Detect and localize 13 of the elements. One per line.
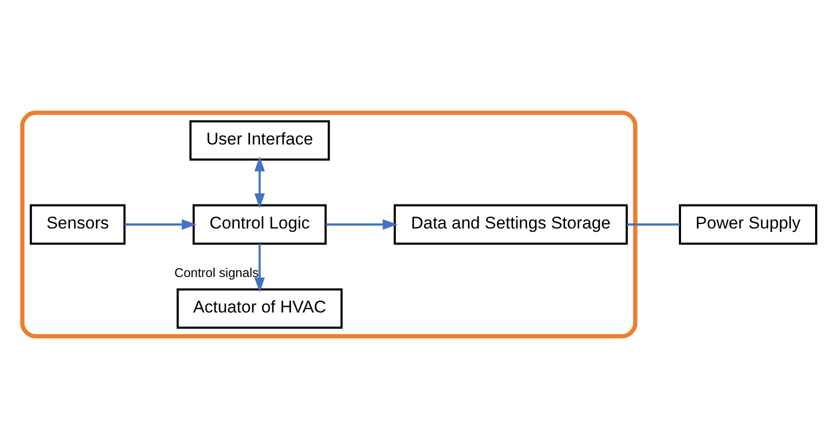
edge-label: Control signals xyxy=(174,264,259,280)
arrow xyxy=(326,218,398,230)
node-box: Power Supply xyxy=(678,204,818,244)
node-box: Sensors xyxy=(30,204,126,244)
node-box: Control Logic xyxy=(192,204,327,244)
node-box: Actuator of HVAC xyxy=(176,288,343,328)
arrow xyxy=(254,156,265,208)
connector xyxy=(627,222,680,226)
arrow xyxy=(124,218,197,230)
cluster xyxy=(20,110,638,338)
arrow xyxy=(254,243,265,292)
node-box: User Interface xyxy=(189,120,330,160)
node-box: Data and Settings Storage xyxy=(394,204,628,244)
